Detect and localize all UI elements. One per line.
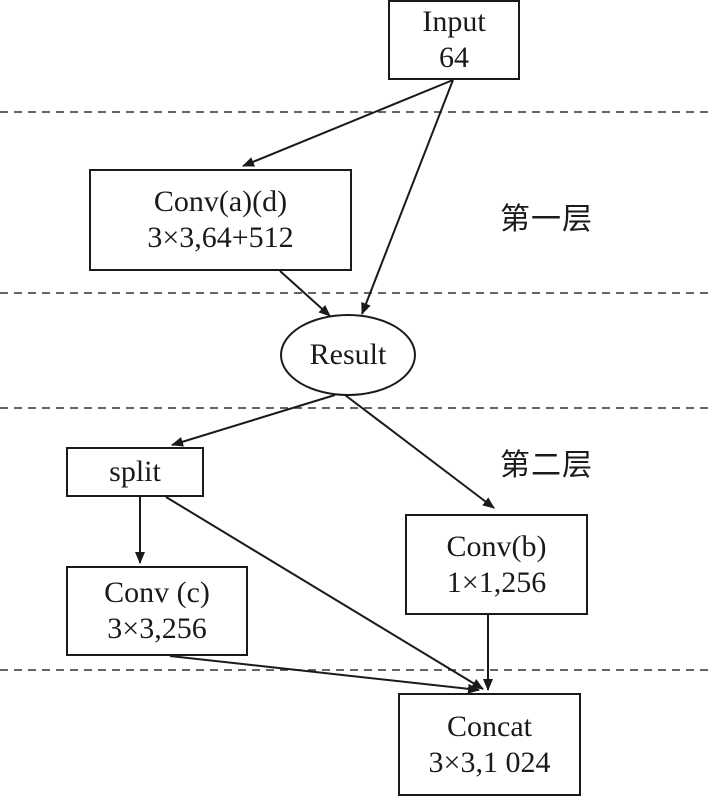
arrow-split-to-concat [165, 496, 484, 690]
arrow-input-to-result [361, 79, 454, 315]
arrow-conv-ad-to-result [279, 270, 331, 317]
arrow-result-to-split [171, 394, 336, 447]
conv-b-node: Conv(b) 1×1,256 [405, 514, 588, 615]
conv-ad-node-params: 3×3,64+512 [147, 221, 294, 254]
result-node: Result [280, 314, 416, 396]
concat-node-title: Concat [447, 709, 532, 743]
input-node: Input 64 [388, 0, 520, 80]
arrow-result-to-conv-b [344, 394, 495, 509]
split-node-label: split [109, 455, 161, 488]
conv-c-node-params: 3×3,256 [107, 612, 207, 645]
concat-node-params: 3×3,1 024 [428, 745, 551, 779]
layer-label-first: 第一层 [500, 202, 593, 237]
conv-c-node-title: Conv (c) [104, 576, 210, 609]
input-node-size: 64 [439, 41, 469, 74]
conv-ad-node: Conv(a)(d) 3×3,64+512 [89, 169, 352, 271]
conv-b-node-params: 1×1,256 [446, 565, 547, 599]
arrow-conv-c-to-concat [169, 655, 480, 694]
layer-label-second: 第二层 [500, 448, 593, 483]
conv-c-node: Conv (c) 3×3,256 [66, 566, 248, 656]
split-node: split [66, 447, 204, 497]
input-node-title: Input [422, 5, 486, 38]
conv-ad-node-title: Conv(a)(d) [153, 185, 288, 218]
result-node-label: Result [309, 338, 387, 371]
concat-node: Concat 3×3,1 024 [398, 693, 581, 796]
conv-b-node-title: Conv(b) [446, 529, 547, 563]
arrow-input-to-conv-ad [242, 79, 454, 167]
